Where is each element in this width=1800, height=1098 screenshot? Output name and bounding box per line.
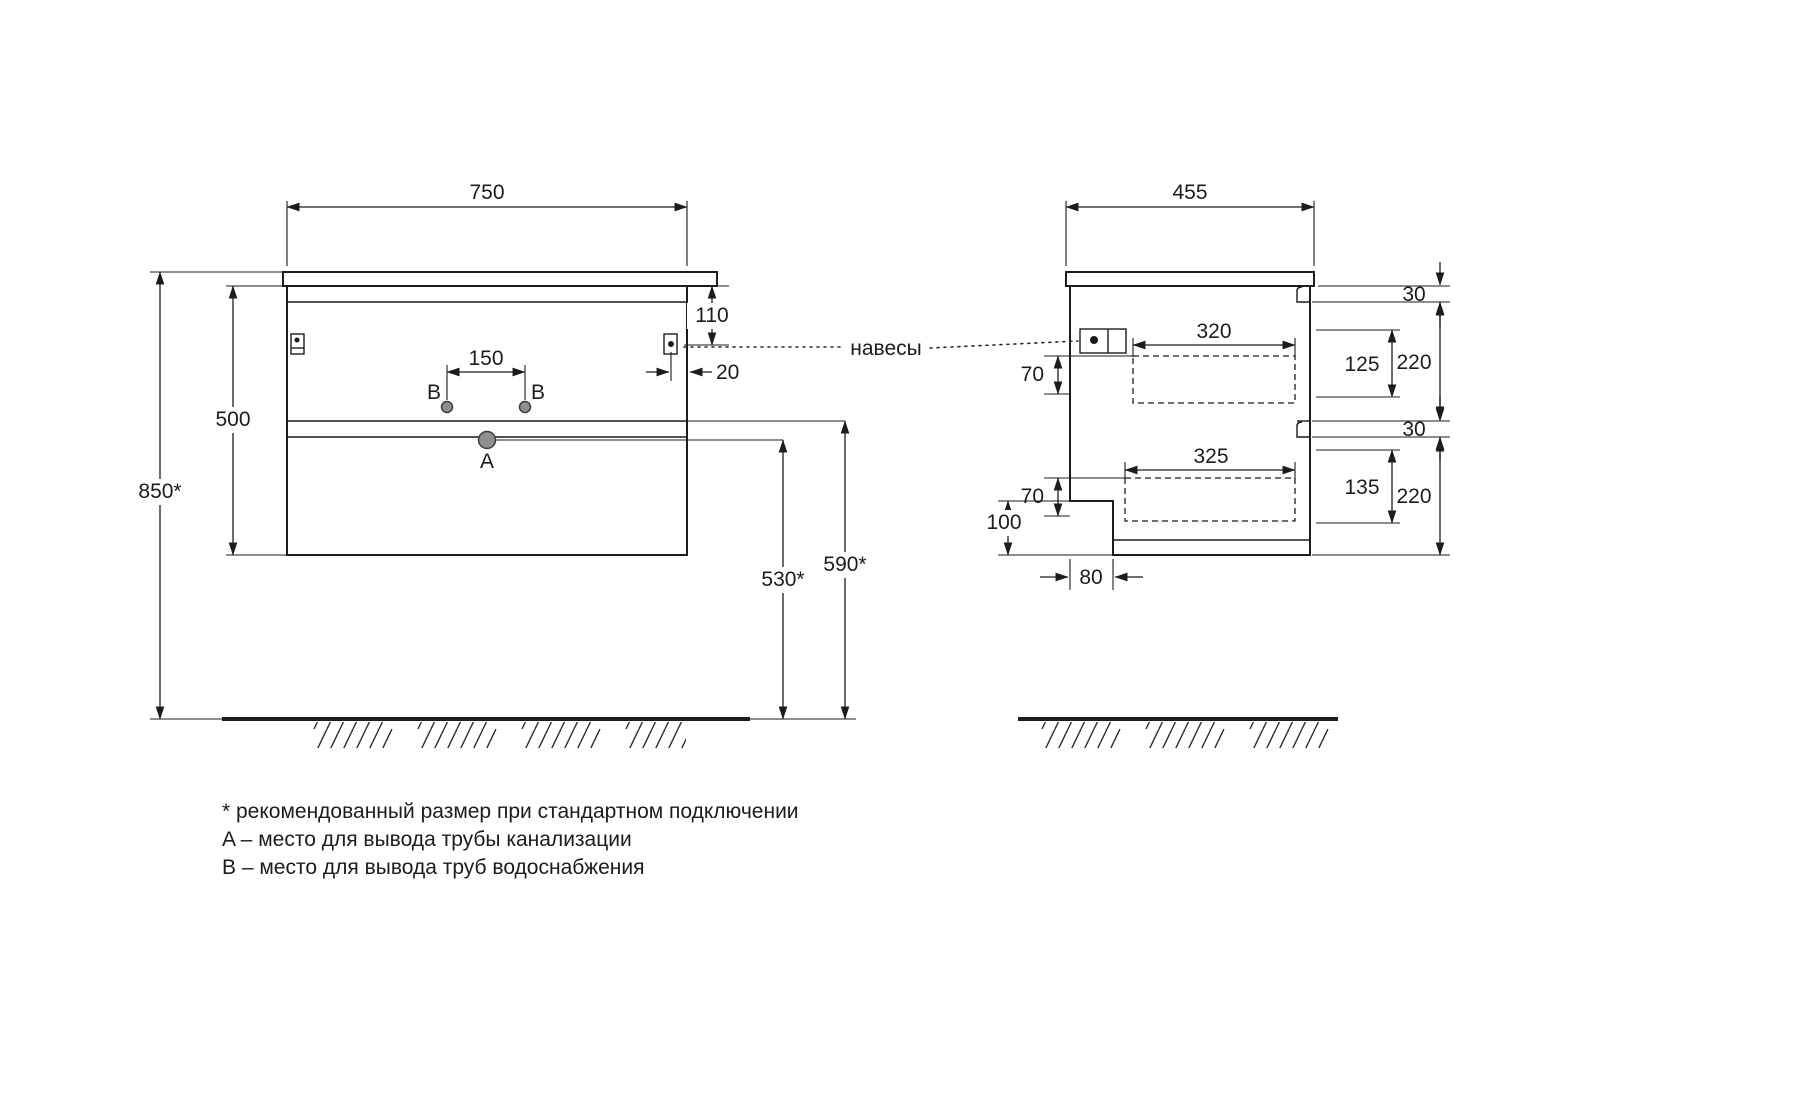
dim-divider-to-floor-label: 590* (823, 553, 866, 576)
dim-reveal-mid-label: 30 (1402, 418, 1425, 441)
point-b-right-label: B (531, 381, 545, 404)
drawer-box-bottom (1124, 477, 1296, 522)
drawer-box-top (1132, 355, 1296, 404)
hinge-screw-icon (294, 337, 300, 343)
dim-box1-depth: 320 (1132, 320, 1296, 350)
dim-front-width: 750 (286, 181, 688, 212)
hinges-callout-label: навесы (850, 337, 921, 360)
side-handle-notch-mid (1296, 420, 1310, 438)
dim-gap-top-label: 70 (1021, 363, 1044, 386)
dim-box2-depth-label: 325 (1193, 445, 1228, 468)
note-recommended-size: * рекомендованный размер при стандартном… (222, 800, 799, 823)
hinges-callout: навесы (683, 337, 1079, 360)
side-countertop (1065, 271, 1315, 287)
hinge-screw-icon (1090, 336, 1098, 344)
drain-point-icon (477, 430, 497, 450)
notes: * рекомендованный размер при стандартном… (222, 800, 799, 879)
dim-side-depth-label: 455 (1172, 181, 1207, 204)
hinge-screw-icon (668, 341, 674, 347)
dim-hinge-from-top-label: 110 (695, 304, 728, 327)
front-countertop (282, 271, 718, 287)
dim-box1-depth-label: 320 (1196, 320, 1231, 343)
dim-divider-to-floor: 590* (813, 420, 877, 720)
front-hinge-left (290, 333, 305, 355)
side-handle-notch-top (1296, 286, 1310, 303)
dim-side-depth: 455 (1065, 181, 1315, 212)
dim-box2-depth: 325 (1124, 445, 1296, 475)
dim-drawer1-front: 220 (1396, 301, 1445, 422)
dim-gap-bottom: 70 (1021, 477, 1063, 517)
side-extension-lines (998, 201, 1450, 590)
floor-hatch-front (290, 722, 686, 748)
note-point-a: A – место для вывода трубы канализации (222, 828, 632, 851)
dim-gap-top: 70 (1021, 355, 1063, 395)
water-point-right-icon (518, 400, 532, 414)
dim-water-spacing-label: 150 (468, 347, 503, 370)
dim-drain-to-floor: 530* (751, 439, 815, 720)
dim-reveal-top: 30 (1402, 262, 1445, 327)
dim-drawer1-front-label: 220 (1396, 351, 1431, 374)
water-point-left-icon (440, 400, 454, 414)
dim-drawer2-inner-label: 135 (1344, 476, 1379, 499)
side-carcass (1069, 285, 1311, 556)
dim-drain-to-floor-label: 530* (761, 568, 804, 591)
dim-drawer1-inner: 125 (1344, 329, 1397, 398)
dim-notch-depth-label: 80 (1079, 566, 1102, 589)
dim-front-mount-height-label: 850* (138, 480, 181, 503)
front-view (282, 271, 718, 556)
dim-notch-depth: 80 (1040, 566, 1143, 589)
dim-hinge-from-side-label: 20 (716, 361, 739, 384)
dim-drawer2-inner: 135 (1344, 449, 1397, 524)
dim-front-width-label: 750 (469, 181, 504, 204)
front-hinge-right (663, 333, 678, 355)
dim-hinge-from-top: 110 (687, 285, 737, 346)
dim-front-mount-height: 850* (128, 271, 192, 720)
dim-reveal-top-label: 30 (1402, 283, 1425, 306)
side-hinge (1079, 328, 1127, 354)
dim-front-height-label: 500 (215, 408, 250, 431)
point-a-label: A (480, 450, 494, 473)
floor-hatch-side (1030, 722, 1330, 748)
dim-drawer2-front-label: 220 (1396, 485, 1431, 508)
dim-drawer1-inner-label: 125 (1344, 353, 1379, 376)
dim-drawer2-front: 220 (1396, 436, 1445, 556)
dim-hinge-from-side: 20 (646, 361, 739, 384)
floor-front (222, 717, 750, 748)
side-view (1065, 271, 1315, 556)
note-point-b: B – место для вывода труб водоснабжения (222, 856, 644, 879)
dim-water-spacing: 150 (446, 347, 526, 377)
dim-notch-height-label: 100 (986, 511, 1021, 534)
point-b-left-label: B (427, 381, 441, 404)
floor-side (1018, 717, 1338, 748)
dim-gap-bottom-label: 70 (1021, 485, 1044, 508)
front-extension-lines (150, 201, 856, 720)
dim-notch-height: 100 (978, 500, 1030, 556)
dim-front-height: 500 (204, 285, 262, 556)
dim-reveal-mid: 30 (1402, 397, 1445, 461)
